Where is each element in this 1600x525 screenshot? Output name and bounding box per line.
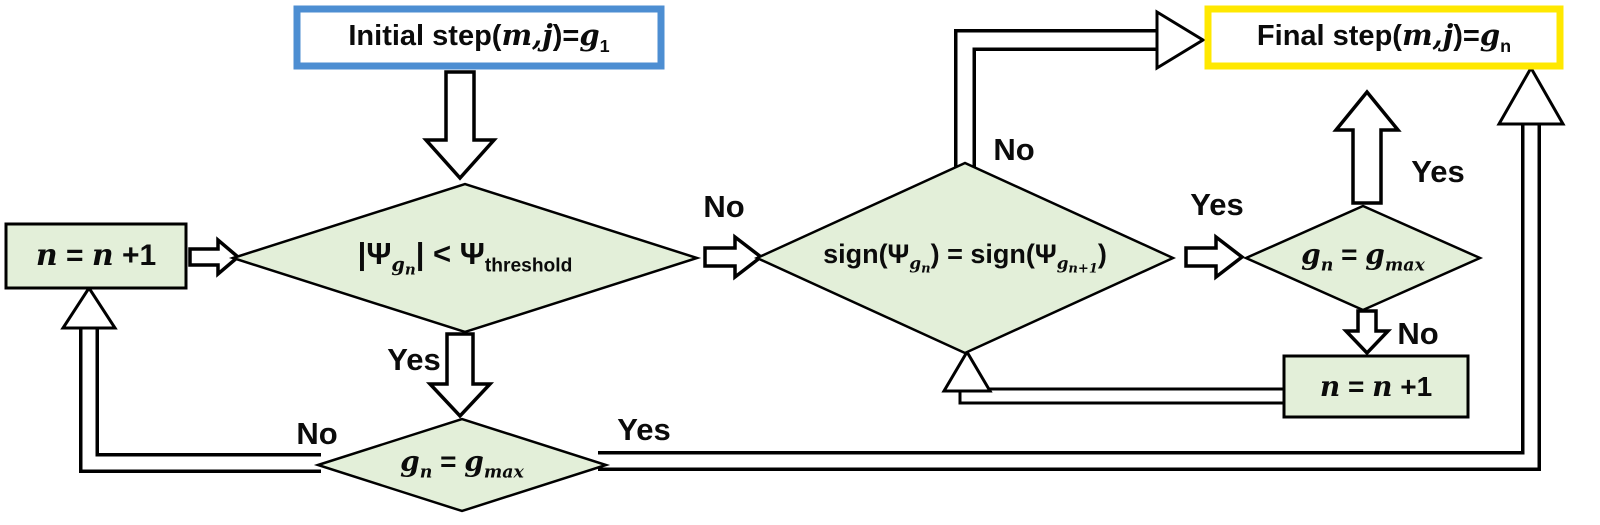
final-step-label: Final step(m,j)=gn	[1210, 10, 1558, 65]
edge-gmaxbottom-no-channel-inner	[82, 323, 321, 470]
edge-label-gmax-right-yes: Yes	[1411, 153, 1465, 189]
decision-gmax-right-label: gn = gmax	[1246, 206, 1480, 310]
counter-right-label: n = n +1	[1284, 356, 1468, 417]
decision-gmax-right-text: gn = gmax	[1301, 238, 1425, 276]
edge-label-gmax-right-no: No	[1397, 315, 1439, 351]
edge-label-threshold-no: No	[703, 188, 745, 224]
arrow-threshold-yes-down	[425, 332, 495, 419]
arrow-leftcounter-to-threshold	[188, 236, 241, 278]
decision-sign-label: sign(Ψgn) = sign(Ψgn+1)	[757, 163, 1173, 353]
edge-label-sign-yes: Yes	[1190, 186, 1244, 222]
edge-label-threshold-yes: Yes	[387, 341, 441, 377]
final-step-box	[1204, 5, 1564, 70]
final-step-text: Final step(m,j)=gn	[1256, 17, 1512, 56]
arrowhead-into-final-bottom	[1496, 64, 1566, 126]
arrow-sign-to-gmaxright	[1184, 233, 1245, 281]
decision-sign-diamond	[753, 161, 1177, 355]
arrow-gmaxright-yes-up	[1332, 89, 1402, 205]
decision-gmax-right-diamond	[1242, 204, 1484, 312]
initial-step-label: Initial step(m,j)=g1	[299, 10, 659, 65]
edge-sign-no-channel-inner	[957, 32, 1157, 170]
edge-label-sign-no: No	[993, 131, 1035, 167]
counter-right-box	[1282, 354, 1470, 419]
edge-label-gmax-bottom-yes: Yes	[617, 411, 671, 447]
arrowhead-into-final-left	[1155, 9, 1206, 71]
edge-label-gmax-bottom-no: No	[296, 415, 338, 451]
decision-threshold-text: |Ψgn| < Ψthreshold	[357, 235, 573, 280]
decision-threshold-label: |Ψgn| < Ψthreshold	[233, 184, 697, 332]
decision-threshold-diamond	[228, 182, 702, 334]
decision-gmax-bottom-label: gn = gmax	[318, 419, 606, 511]
counter-left-text: n = n +1	[35, 238, 157, 273]
arrow-threshold-to-sign	[703, 233, 764, 281]
arrowhead-into-sign-diamond	[941, 349, 993, 393]
counter-left-box	[4, 222, 188, 290]
counter-right-text: n = n +1	[1319, 369, 1433, 403]
arrowhead-into-left-counter	[60, 285, 118, 330]
edge-gmaxbottom-yes-channel-inner	[598, 115, 1538, 468]
decision-gmax-bottom-text: gn = gmax	[400, 445, 524, 483]
initial-step-box	[293, 5, 665, 70]
arrow-gmaxright-no-down	[1341, 309, 1393, 356]
counter-left-label: n = n +1	[6, 224, 186, 288]
decision-sign-text: sign(Ψgn) = sign(Ψgn+1)	[823, 238, 1107, 277]
arrow-initial-to-threshold	[422, 70, 498, 181]
decision-gmax-bottom-diamond	[313, 417, 611, 513]
initial-step-text: Initial step(m,j)=g1	[348, 17, 610, 56]
